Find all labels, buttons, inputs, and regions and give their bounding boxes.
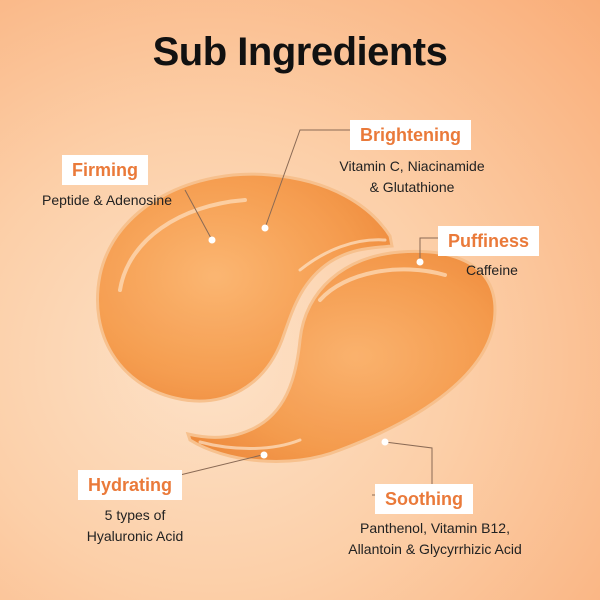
soothing-label: Soothing	[375, 484, 473, 514]
firming-label: Firming	[62, 155, 148, 185]
soothing-ingredients: Panthenol, Vitamin B12, Allantoin & Glyc…	[348, 520, 522, 557]
brightening-ingredients: Vitamin C, Niacinamide & Glutathione	[339, 158, 485, 195]
firming-ingredients: Peptide & Adenosine	[42, 192, 172, 208]
hydrating-ingredients: 5 types of Hyaluronic Acid	[86, 507, 184, 544]
lower-eye-patch	[185, 249, 497, 463]
page-title: Sub Ingredients	[152, 30, 448, 74]
puffiness-ingredients: Caffeine	[466, 262, 518, 278]
puffiness-label: Puffiness	[438, 226, 540, 256]
upper-eye-patch	[95, 172, 394, 403]
leader-dots	[208, 224, 424, 459]
brightening-label: Brightening	[350, 120, 471, 150]
hydrating-label: Hydrating	[78, 470, 183, 500]
